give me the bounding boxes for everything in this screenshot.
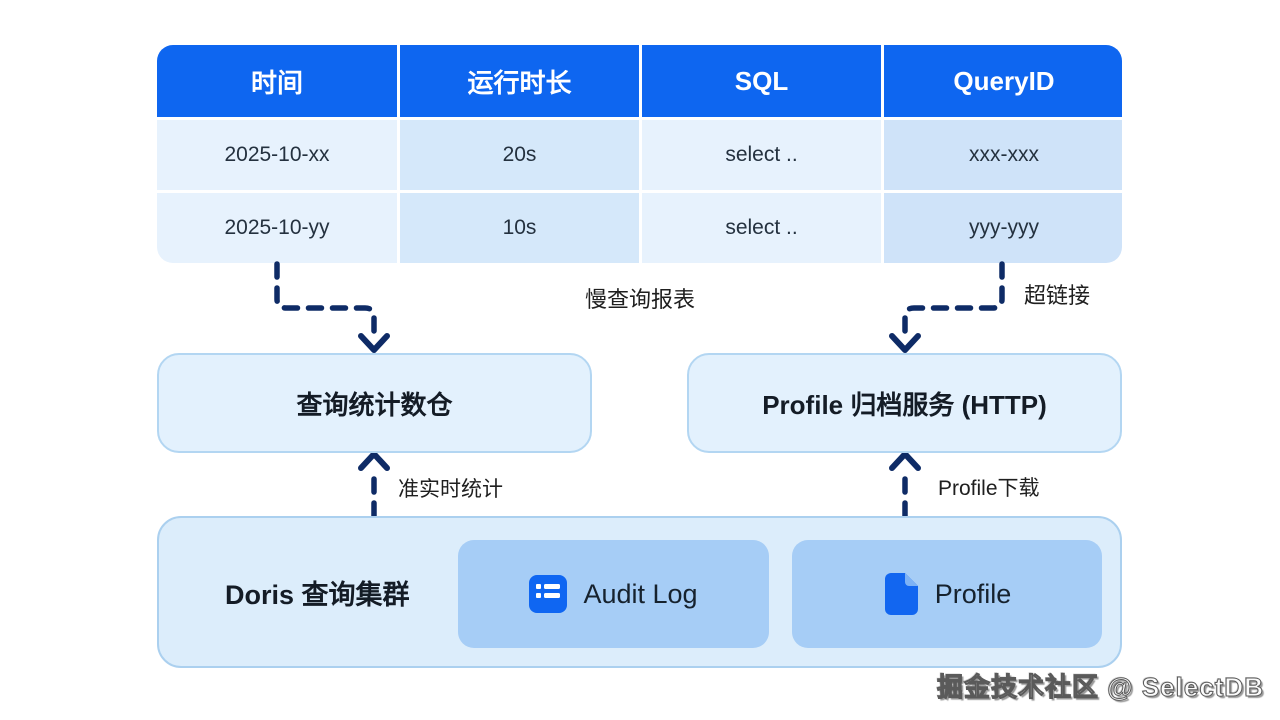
- arrow-table-to-archive: [902, 261, 1005, 344]
- table-cell-queryid-row1: xxx-xxx: [884, 120, 1122, 190]
- table-cell-sql-row2: select ..: [642, 193, 881, 263]
- arrow-table-to-warehouse: [274, 261, 377, 344]
- table-cell-duration-row2: 10s: [400, 193, 639, 263]
- label-slow-query-report: 慢查询报表: [585, 287, 696, 312]
- arrowhead-down-warehouse: [358, 333, 390, 353]
- node-doris-cluster: Doris 查询集群 Audit Log Profile: [157, 516, 1122, 668]
- list-icon: [529, 575, 568, 613]
- audit-log-label: Audit Log: [583, 578, 698, 609]
- arrowhead-up-archive: [889, 451, 921, 471]
- table-cell-sql-row1: select ..: [642, 120, 881, 190]
- doris-cluster-title: Doris 查询集群: [225, 579, 410, 610]
- profile-label: Profile: [934, 578, 1012, 609]
- label-hyperlink: 超链接: [1024, 283, 1091, 308]
- table-cell-time-row2: 2025-10-yy: [157, 193, 397, 263]
- watermark-text: 掘金技术社区 @ SelectDB: [937, 672, 1264, 703]
- arrowhead-up-warehouse: [358, 451, 390, 471]
- header-queryid: QueryID: [884, 45, 1122, 117]
- table-cell-duration-row1: 20s: [400, 120, 639, 190]
- header-duration: 运行时长: [400, 45, 639, 117]
- node-profile-archive-service: Profile 归档服务 (HTTP): [687, 353, 1122, 453]
- arrowhead-down-archive: [889, 333, 921, 353]
- document-icon: [883, 572, 919, 616]
- card-audit-log: Audit Log: [458, 540, 769, 648]
- label-near-realtime-stats: 准实时统计: [398, 478, 503, 501]
- label-profile-download: Profile下载: [938, 477, 1040, 500]
- table-cell-time-row1: 2025-10-xx: [157, 120, 397, 190]
- header-time: 时间: [157, 45, 397, 117]
- node-query-stats-warehouse: 查询统计数仓: [157, 353, 592, 453]
- slow-query-table: 时间 运行时长 SQL QueryID 2025-10-xx 20s selec…: [157, 45, 1122, 263]
- table-cell-queryid-row2: yyy-yyy: [884, 193, 1122, 263]
- header-sql: SQL: [642, 45, 881, 117]
- card-profile: Profile: [792, 540, 1102, 648]
